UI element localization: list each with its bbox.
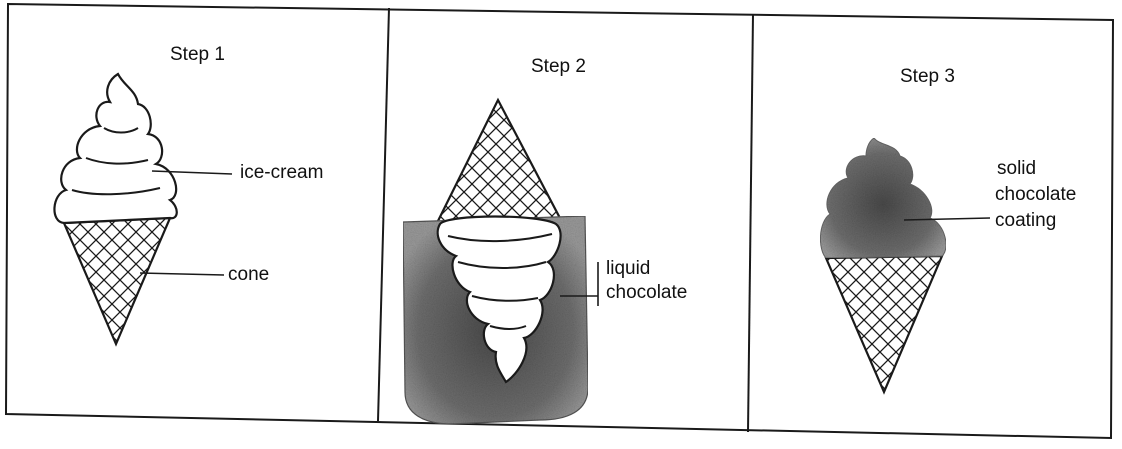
- step2-cone: [436, 100, 562, 225]
- divider-1: [378, 8, 389, 421]
- label-chocolate-liquid: chocolate: [606, 282, 687, 304]
- label-coating: coating: [995, 210, 1056, 232]
- label-cone: cone: [228, 264, 269, 286]
- step1-title: Step 1: [170, 44, 225, 66]
- label-ice-cream: ice-cream: [240, 162, 323, 184]
- step2-illustration: [403, 100, 598, 424]
- divider-2: [748, 14, 753, 432]
- label-liquid: liquid: [606, 258, 650, 280]
- step1-ice-cream: [54, 74, 176, 223]
- step2-title: Step 2: [531, 56, 586, 78]
- step3-illustration: [820, 138, 990, 392]
- step1-cone: [64, 218, 170, 344]
- label-chocolate-solid: chocolate: [995, 184, 1076, 206]
- step1-illustration: [54, 74, 232, 344]
- leader-cone: [140, 273, 224, 275]
- step3-chocolate-coating: [820, 138, 946, 258]
- step3-title: Step 3: [900, 66, 955, 88]
- step3-cone: [826, 256, 942, 392]
- label-solid: solid: [997, 158, 1036, 180]
